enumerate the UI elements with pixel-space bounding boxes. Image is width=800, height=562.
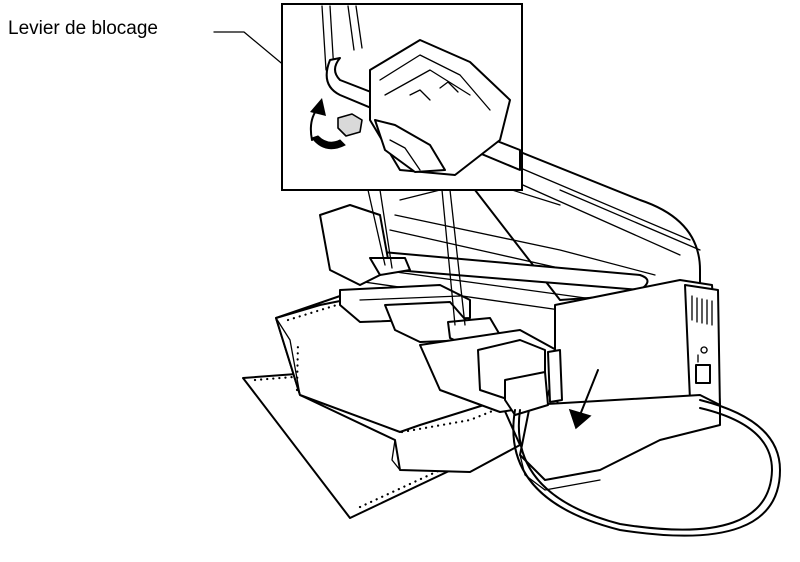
zoom-line-left-b — [379, 189, 393, 269]
zoom-line-left-a — [367, 189, 386, 266]
zoom-line-right-b — [449, 189, 466, 326]
callout-label-locking-lever: Levier de blocage — [8, 18, 158, 39]
printer-body — [319, 134, 781, 537]
down-arrow-head — [568, 408, 592, 430]
locking-lever — [337, 113, 363, 137]
zoom-line-right-a — [441, 189, 456, 326]
inset-detail-view — [281, 3, 523, 191]
rotation-arrow-tail — [311, 135, 346, 150]
rotation-arrow-head-top — [310, 98, 326, 116]
down-arrow-icon — [577, 369, 599, 421]
